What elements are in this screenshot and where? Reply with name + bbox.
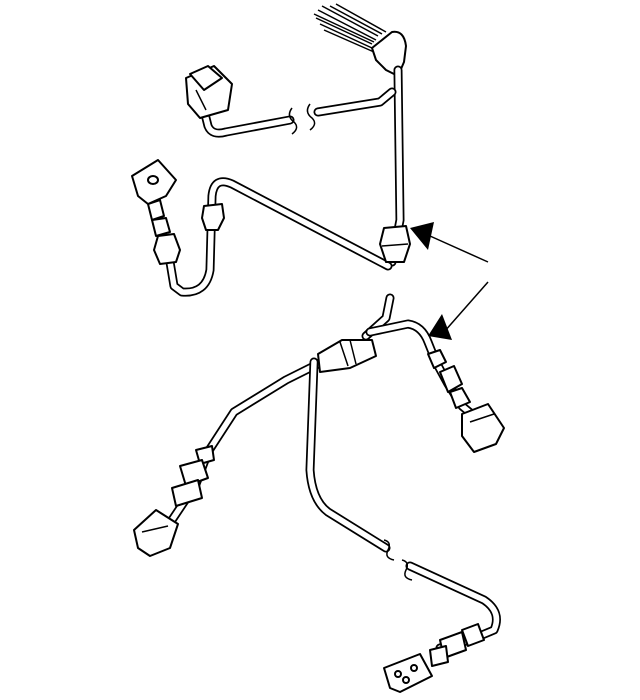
lower-wiring-harness[interactable] bbox=[133, 293, 505, 693]
connector-bottom bbox=[383, 623, 485, 693]
connector-right bbox=[427, 349, 505, 453]
callout-arrows bbox=[410, 222, 489, 340]
grommet bbox=[201, 203, 225, 231]
break-mark bbox=[383, 539, 413, 581]
upper-wiring-harness[interactable] bbox=[131, 3, 411, 297]
junction-sleeve bbox=[317, 339, 377, 373]
connector-top-left bbox=[185, 65, 233, 119]
break-mark bbox=[288, 103, 316, 135]
wire-ends bbox=[313, 3, 387, 53]
sleeve bbox=[379, 225, 411, 263]
connector-bottom-left bbox=[133, 445, 215, 557]
connector-left bbox=[131, 159, 181, 265]
